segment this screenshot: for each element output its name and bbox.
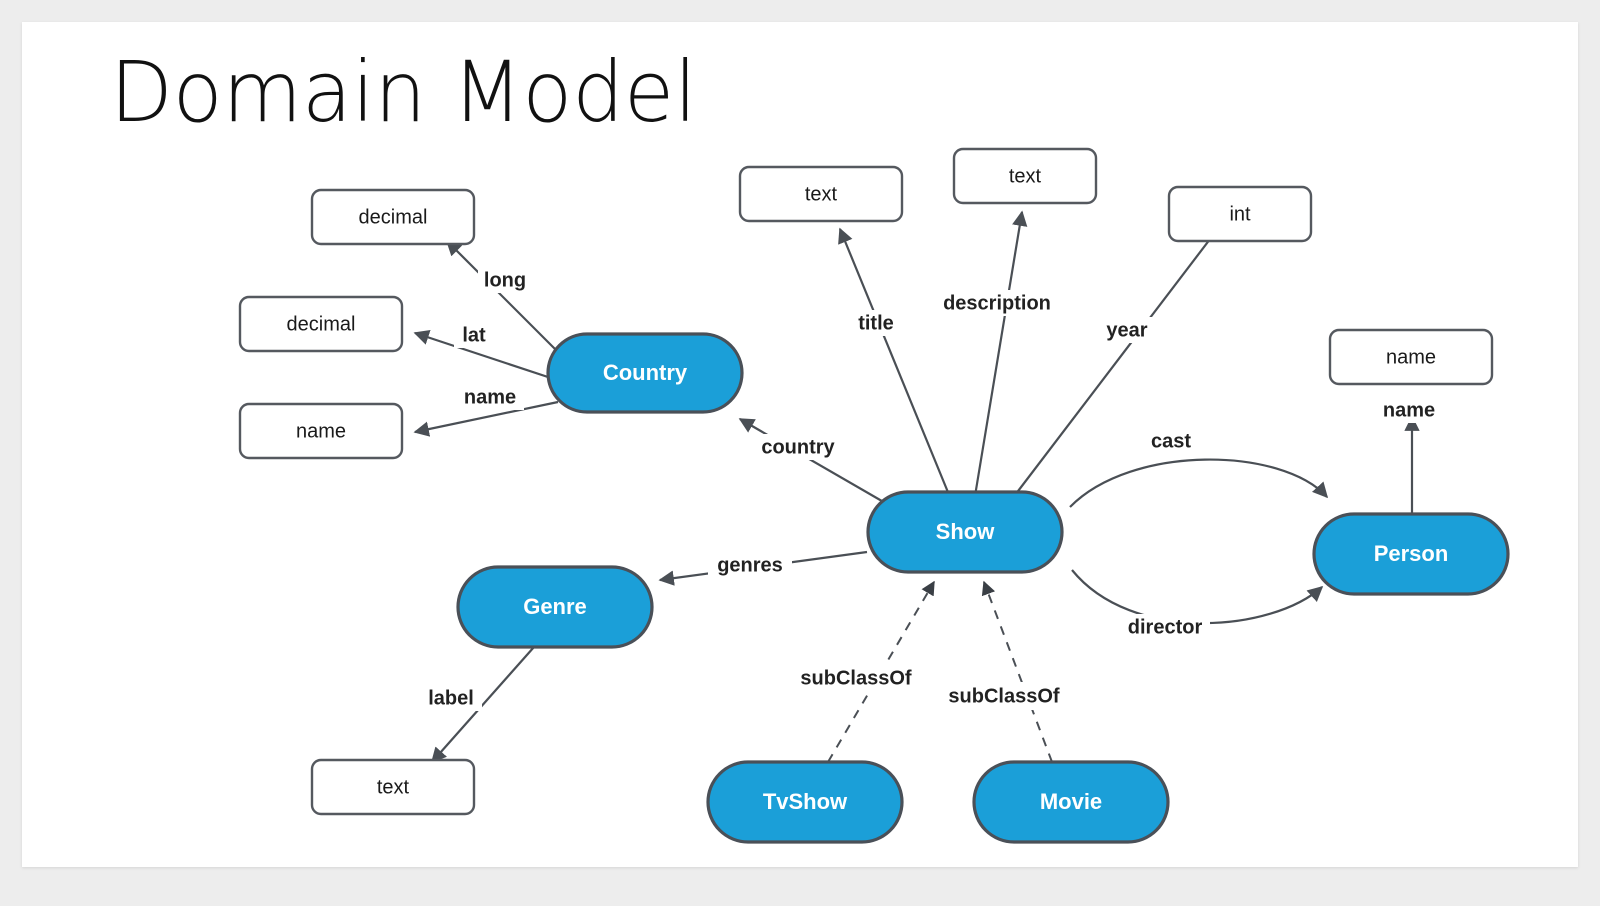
label-backdrop: [936, 290, 1058, 316]
label-backdrop: [420, 685, 482, 711]
label-backdrop: [1120, 614, 1210, 640]
class-shape: [456, 565, 654, 649]
edge-show-year: [1011, 224, 1221, 500]
class-node-show[interactable]: Show: [866, 490, 1064, 574]
edge-show-cast: [1069, 458, 1329, 508]
edge-label-text: long: [484, 269, 526, 291]
label-backdrop: [1100, 317, 1154, 343]
literal-label: text: [805, 183, 838, 205]
literal-box: [1328, 328, 1494, 386]
class-shape: [706, 760, 904, 844]
class-label: Country: [603, 360, 688, 385]
class-label: Genre: [523, 594, 587, 619]
edge-label-genres: genres: [708, 552, 792, 578]
edge-label-director: director: [1120, 614, 1210, 640]
class-label: TvShow: [763, 789, 848, 814]
edge-label-text: country: [761, 436, 835, 458]
literal-label: int: [1229, 203, 1251, 225]
edge-label-subclassof-tvshow: subClassOf: [792, 664, 920, 692]
edge-label-cast: cast: [1144, 428, 1198, 454]
class-node-movie[interactable]: Movie: [972, 760, 1170, 844]
edge-label-text: description: [943, 292, 1051, 314]
label-backdrop: [1374, 397, 1444, 423]
edge-show-title: [838, 227, 954, 503]
literal-label: decimal: [359, 206, 428, 228]
slide-canvas: Domain Model: [22, 22, 1578, 867]
class-shape: [1312, 512, 1510, 596]
literal-label: decimal: [287, 313, 356, 335]
class-node-tvshow[interactable]: TvShow: [706, 760, 904, 844]
label-backdrop: [792, 664, 920, 692]
literal-label: name: [1386, 346, 1436, 368]
edge-label-subclassof-movie: subClassOf: [940, 682, 1068, 710]
label-backdrop: [752, 434, 844, 460]
edge-show-description: [972, 210, 1028, 503]
edge-label-genre-label: label: [420, 685, 482, 711]
class-shape: [866, 490, 1064, 574]
label-backdrop: [456, 384, 524, 410]
edge-label-text: cast: [1151, 430, 1191, 452]
edge-label-text: subClassOf: [800, 667, 911, 689]
edge-label-text: title: [858, 312, 894, 334]
edge-country-long: [445, 239, 573, 367]
literal-box: [238, 402, 404, 460]
edge-label-person-name: name: [1374, 397, 1444, 423]
literal-node-year[interactable]: int: [1167, 185, 1313, 243]
edge-genre-label: [430, 646, 535, 764]
edge-label-year: year: [1100, 317, 1154, 343]
edge-label-text: year: [1106, 319, 1147, 341]
edge-label-long: long: [478, 267, 532, 293]
class-label: Show: [936, 519, 996, 544]
literal-node-person-name[interactable]: name: [1328, 328, 1494, 386]
edge-label-lat: lat: [454, 322, 494, 348]
edge-label-country-name: name: [456, 384, 524, 410]
class-node-genre[interactable]: Genre: [456, 565, 654, 649]
class-label: Person: [1374, 541, 1449, 566]
edge-label-country: country: [752, 434, 844, 460]
edge-label-description: description: [936, 290, 1058, 316]
literal-label: text: [377, 776, 410, 798]
edge-movie-subclassof: [981, 580, 1053, 763]
edge-label-text: name: [464, 386, 516, 408]
literal-node-description[interactable]: text: [952, 147, 1098, 205]
edge-label-text: label: [428, 687, 474, 709]
domain-model-diagram: decimal decimal name text text int: [238, 147, 1510, 844]
literal-node-country-name[interactable]: name: [238, 402, 404, 460]
edge-label-text: lat: [462, 324, 486, 346]
label-backdrop: [478, 267, 532, 293]
edge-label-text: director: [1128, 616, 1203, 638]
edge-show-country: [738, 418, 895, 509]
literal-box: [952, 147, 1098, 205]
edge-label-title: title: [850, 310, 902, 336]
class-shape: [546, 332, 744, 414]
literal-node-genre-label[interactable]: text: [310, 758, 476, 816]
class-shape: [972, 760, 1170, 844]
label-backdrop: [708, 552, 792, 578]
label-backdrop: [940, 682, 1068, 710]
class-label: Movie: [1040, 789, 1102, 814]
page-title: Domain Model: [110, 43, 697, 141]
literal-node-lat[interactable]: decimal: [238, 295, 404, 353]
literal-box: [738, 165, 904, 223]
edge-label-text: name: [1383, 399, 1435, 421]
label-backdrop: [454, 322, 494, 348]
label-backdrop: [1144, 428, 1198, 454]
literal-box: [310, 188, 476, 246]
literal-node-title[interactable]: text: [738, 165, 904, 223]
edge-country-name: [413, 400, 559, 437]
literal-box: [1167, 185, 1313, 243]
edge-label-text: genres: [717, 554, 783, 576]
literal-label: name: [296, 420, 346, 442]
class-node-person[interactable]: Person: [1312, 512, 1510, 596]
class-node-country[interactable]: Country: [546, 332, 744, 414]
literal-box: [310, 758, 476, 816]
literal-box: [238, 295, 404, 353]
literal-node-long[interactable]: decimal: [310, 188, 476, 246]
label-backdrop: [850, 310, 902, 336]
edge-label-text: subClassOf: [948, 685, 1059, 707]
edge-country-lat: [413, 330, 558, 382]
literal-label: text: [1009, 165, 1042, 187]
